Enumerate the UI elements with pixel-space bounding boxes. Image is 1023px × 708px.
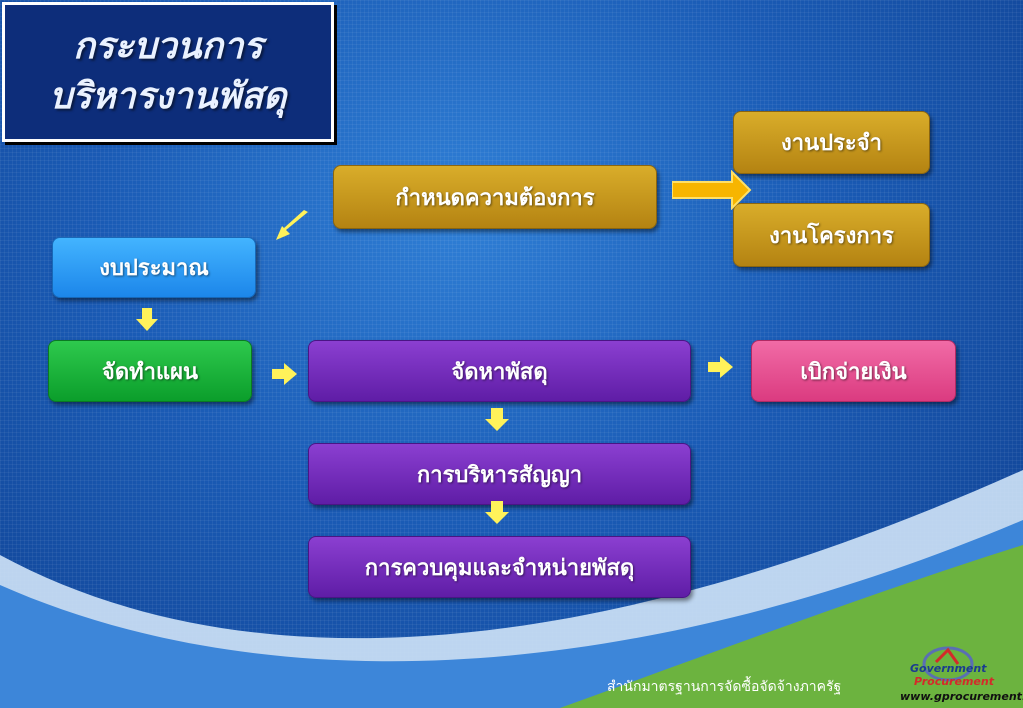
arrow-down-budget bbox=[136, 308, 158, 331]
node-determine-needs: กำหนดความต้องการ bbox=[333, 165, 657, 229]
node-procurement: จัดหาพัสดุ bbox=[308, 340, 691, 402]
node-planning: จัดทำแผน bbox=[48, 340, 252, 402]
node-routine-work: งานประจำ bbox=[733, 111, 930, 174]
title-box: กระบวนการ บริหารงานพัสดุ bbox=[2, 2, 334, 142]
arrow-down-left bbox=[276, 210, 308, 240]
arrow-right-planning bbox=[272, 363, 297, 385]
node-contract-management: การบริหารสัญญา bbox=[308, 443, 691, 505]
node-budget: งบประมาณ bbox=[52, 237, 256, 298]
footer-url[interactable]: www.gprocurement.go.th bbox=[900, 690, 1023, 703]
arrow-right-procurement bbox=[708, 356, 733, 378]
node-disbursement: เบิกจ่ายเงิน bbox=[751, 340, 956, 402]
logo-text-procurement: Procurement bbox=[914, 675, 994, 688]
arrow-down-contract bbox=[485, 501, 509, 524]
title-line-2: บริหารงานพัสดุ bbox=[49, 76, 287, 117]
arrow-down-procurement bbox=[485, 408, 509, 431]
government-procurement-logo bbox=[922, 646, 974, 682]
node-project-work: งานโครงการ bbox=[733, 203, 930, 267]
node-control-disposal: การควบคุมและจำหน่ายพัสดุ bbox=[308, 536, 691, 598]
footer-agency: สำนักมาตรฐานการจัดซื้อจัดจ้างภาครัฐ bbox=[607, 679, 842, 695]
logo-text-government: Government bbox=[910, 662, 987, 675]
title-line-1: กระบวนการ bbox=[73, 26, 263, 67]
arrow-right-orange bbox=[672, 170, 752, 210]
